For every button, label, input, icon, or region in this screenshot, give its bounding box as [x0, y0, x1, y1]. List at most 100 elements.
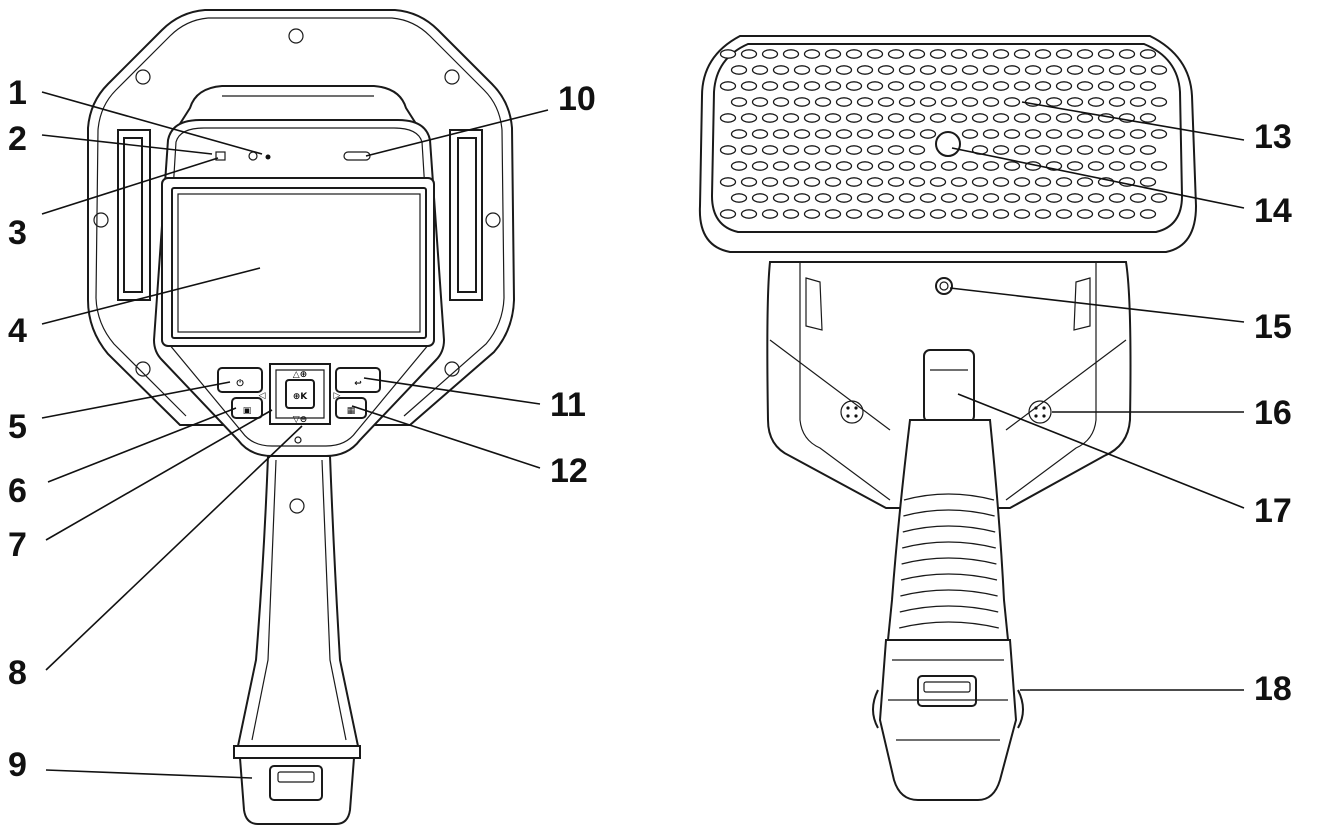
perforation-hole: [1118, 145, 1136, 155]
callout-11: 11: [550, 386, 586, 424]
perforation-hole: [772, 193, 790, 203]
battery-latch[interactable]: [269, 765, 323, 801]
front-microphone: [265, 154, 271, 160]
perforation-hole: [1024, 193, 1042, 203]
perforation-hole: [845, 81, 863, 91]
perforation-hole: [982, 161, 1000, 171]
perforation-hole: [877, 161, 895, 171]
perforation-hole: [814, 193, 832, 203]
perforation-hole: [740, 209, 758, 219]
perforation-hole: [908, 209, 926, 219]
perforation-hole: [814, 129, 832, 139]
perforation-hole: [761, 209, 779, 219]
callout-15: 15: [1254, 308, 1292, 346]
perforation-hole: [1003, 97, 1021, 107]
frame-screw-icon: [288, 28, 304, 44]
perforation-hole: [971, 81, 989, 91]
direction-pad[interactable]: [269, 363, 331, 425]
perforation-hole: [1066, 65, 1084, 75]
perforation-hole: [887, 177, 905, 187]
perforation-hole: [950, 81, 968, 91]
perforation-hole: [929, 177, 947, 187]
perforation-hole: [1139, 177, 1157, 187]
perforation-hole: [877, 193, 895, 203]
battery-cap: [238, 757, 356, 825]
grip-rib: [902, 541, 996, 549]
perforation-hole: [803, 49, 821, 59]
perforation-hole: [950, 113, 968, 123]
perforation-hole: [961, 97, 979, 107]
perforation-hole: [1045, 97, 1063, 107]
callout-5: 5: [8, 408, 27, 446]
callout-18: 18: [1254, 670, 1292, 708]
callout-13: 13: [1254, 118, 1292, 156]
perforation-hole: [1034, 209, 1052, 219]
handle-grip-ribs: [899, 493, 999, 629]
perforation-hole: [1034, 145, 1052, 155]
perforation-hole: [961, 129, 979, 139]
perforation-hole: [1129, 129, 1147, 139]
image-mode-button[interactable]: [335, 397, 367, 419]
leader-lines: [41, 91, 1245, 779]
perforation-hole: [887, 81, 905, 91]
lanyard-mount: [872, 689, 1024, 729]
perforation-hole: [1024, 129, 1042, 139]
frame-screw-icon: [485, 212, 501, 228]
file-icon: ▣: [243, 406, 252, 416]
trigger-button[interactable]: [923, 349, 975, 423]
perforation-hole: [719, 177, 737, 187]
perforation-hole: [1108, 65, 1126, 75]
perforation-hole: [845, 177, 863, 187]
perforation-hole: [782, 81, 800, 91]
perforation-hole: [1003, 161, 1021, 171]
perforation-hole: [730, 97, 748, 107]
perforation-hole: [1045, 65, 1063, 75]
perforation-hole: [814, 161, 832, 171]
leader-line-14: [951, 147, 1245, 209]
perforation-hole: [793, 97, 811, 107]
perforation-hole: [961, 65, 979, 75]
perforation-hole: [782, 209, 800, 219]
perforation-hole: [898, 129, 916, 139]
file-button[interactable]: [231, 397, 263, 419]
perforation-hole: [971, 113, 989, 123]
perforation-hole: [803, 145, 821, 155]
battery-cap-rim: [233, 745, 361, 759]
leader-line-9: [45, 769, 253, 779]
callout-3: 3: [8, 214, 27, 252]
perforation-hole: [919, 65, 937, 75]
perforation-hole: [1118, 49, 1136, 59]
grip-rib: [899, 605, 999, 613]
right-side-rib: [449, 129, 483, 301]
leader-line-17: [957, 393, 1245, 509]
perforation-hole: [835, 129, 853, 139]
perforation-hole: [1087, 193, 1105, 203]
grip-rib: [902, 525, 996, 533]
perforation-hole: [992, 49, 1010, 59]
power-button[interactable]: [217, 367, 263, 393]
perforation-hole: [1076, 49, 1094, 59]
frame-screw-icon: [135, 69, 151, 85]
perforation-hole: [803, 113, 821, 123]
leader-line-7: [45, 409, 273, 541]
rear-battery-latch[interactable]: [917, 675, 977, 707]
perforation-hole: [1034, 113, 1052, 123]
perforation-hole: [898, 193, 916, 203]
perforation-hole: [877, 97, 895, 107]
perforation-hole: [772, 161, 790, 171]
ok-button[interactable]: [285, 379, 315, 409]
keypad: ⏻ ▣ ↩ ▦ ⊕K △⊕ ▽⊖ ◁ ▷: [217, 363, 381, 444]
perforation-hole: [971, 177, 989, 187]
perforation-hole: [772, 129, 790, 139]
perforation-hole: [929, 81, 947, 91]
perforation-hole: [1129, 193, 1147, 203]
screen: [171, 187, 427, 339]
perforation-hole: [919, 97, 937, 107]
perforation-hole: [1034, 81, 1052, 91]
perforation-hole: [1066, 193, 1084, 203]
perforation-hole: [1118, 81, 1136, 91]
perforation-hole: [1129, 97, 1147, 107]
callout-10: 10: [558, 80, 596, 118]
front-status-led: [294, 436, 302, 444]
